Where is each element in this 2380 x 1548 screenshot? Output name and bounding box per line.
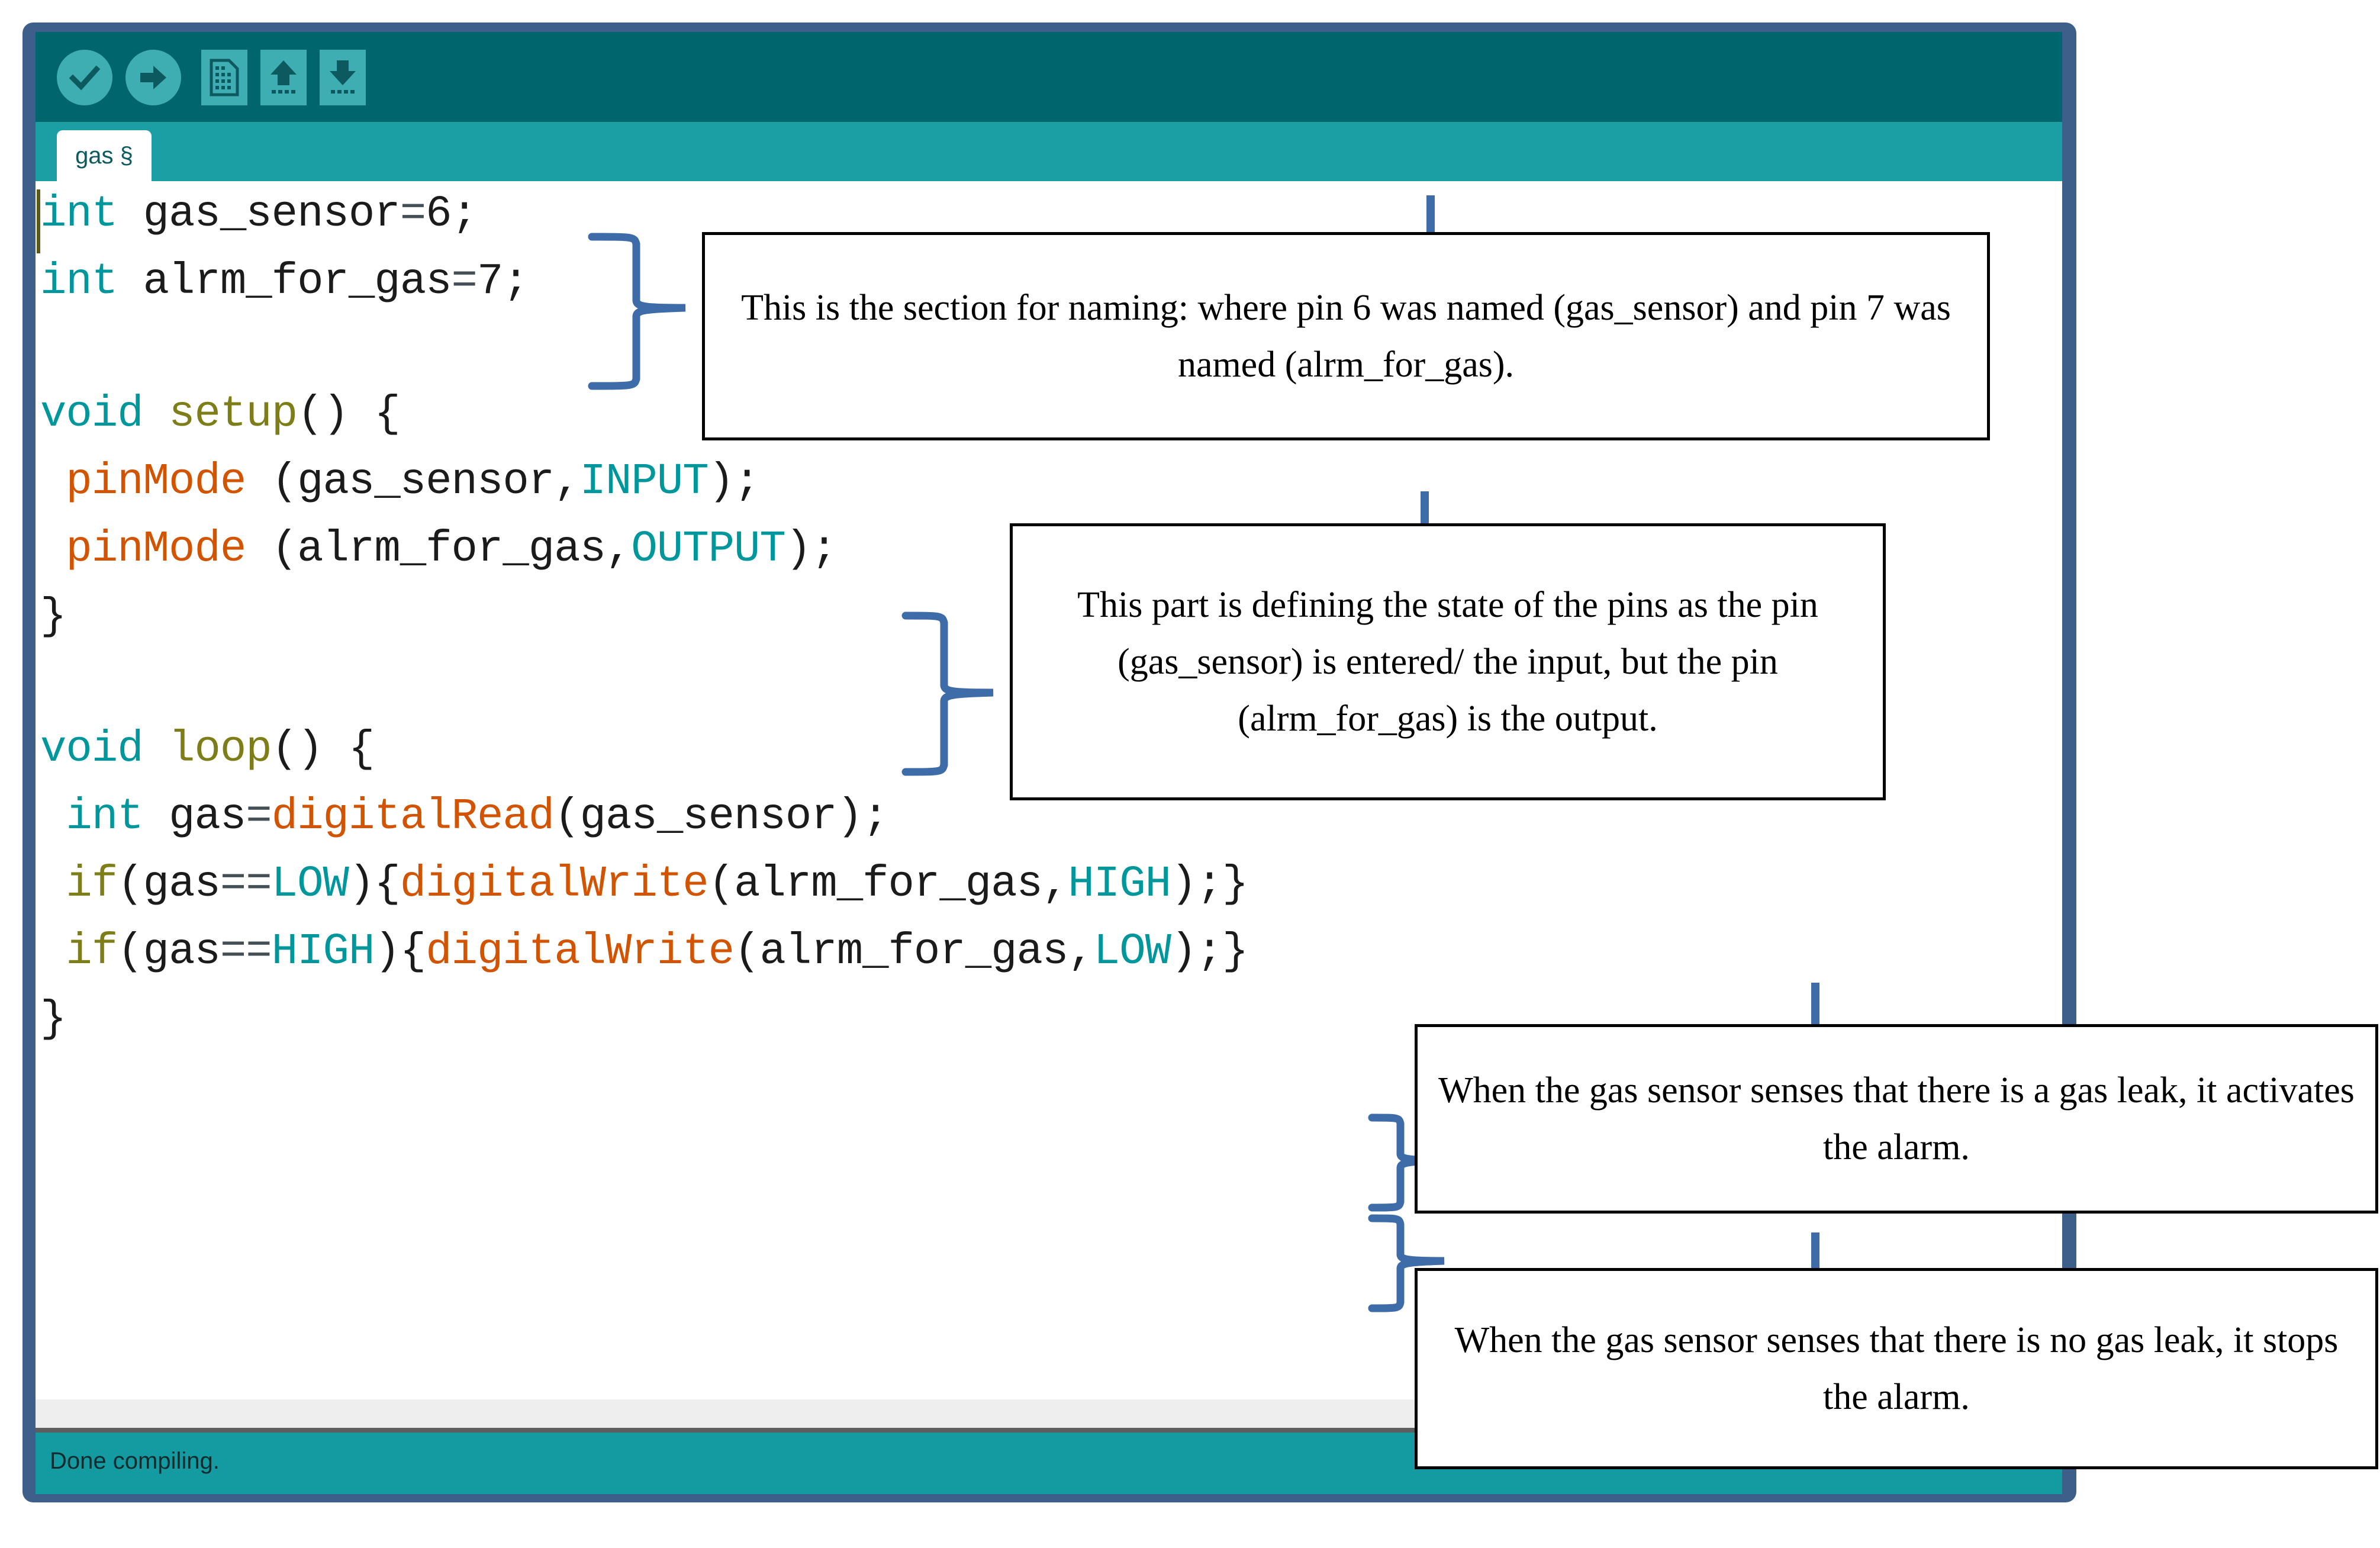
text-caret	[37, 189, 40, 253]
arrow-right-icon	[140, 66, 166, 89]
callout-naming-section: This is the section for naming: where pi…	[702, 232, 1990, 440]
callout-pin-state-section: This part is defining the state of the p…	[1010, 523, 1886, 800]
tab-gas[interactable]: gas §	[57, 130, 152, 181]
tab-gas-label: gas §	[75, 142, 133, 169]
callout-gas-leak-text: When the gas sensor senses that there is…	[1438, 1070, 2355, 1167]
leader-line-pinstate	[1421, 491, 1429, 524]
code-line: int gas=digitalRead(gas_sensor);	[66, 792, 888, 842]
arrow-up-icon	[270, 60, 297, 94]
code-line: pinMode (alrm_for_gas,OUTPUT);	[66, 524, 837, 574]
callout-naming-text: This is the section for naming: where pi…	[741, 287, 1951, 385]
callout-no-gas-leak-stops-alarm: When the gas sensor senses that there is…	[1415, 1268, 2378, 1469]
code-line: void loop() {	[40, 725, 375, 774]
verify-button[interactable]	[57, 50, 112, 105]
status-message: Done compiling.	[50, 1448, 220, 1474]
code-line: void setup() {	[40, 390, 401, 439]
arrow-down-icon	[330, 60, 356, 94]
status-divider	[36, 1428, 2062, 1433]
toolbar	[36, 32, 2062, 122]
new-button[interactable]	[201, 50, 247, 105]
code-line: pinMode (gas_sensor,INPUT);	[66, 457, 760, 507]
leader-line-gasleak	[1811, 983, 1819, 1025]
callout-gas-leak-activates-alarm: When the gas sensor senses that there is…	[1415, 1024, 2378, 1214]
leader-line-nogasleak	[1811, 1232, 1819, 1269]
callout-pin-state-text: This part is defining the state of the p…	[1077, 584, 1818, 739]
upload-button[interactable]	[125, 50, 181, 105]
code-line: }	[40, 995, 66, 1044]
code-line: if(gas==HIGH){digitalWrite(alrm_for_gas,…	[66, 927, 1248, 977]
leader-line-naming	[1426, 195, 1435, 233]
brace-connector-pinstate	[901, 612, 994, 776]
callout-no-gas-leak-text: When the gas sensor senses that there is…	[1454, 1319, 2339, 1417]
tab-bar: gas §	[36, 122, 2062, 181]
brace-connector-nogasleak	[1368, 1214, 1445, 1312]
code-line: int alrm_for_gas=7;	[40, 257, 529, 307]
save-button[interactable]	[320, 50, 366, 105]
code-line: int gas_sensor=6;	[40, 189, 478, 239]
brace-connector-naming	[588, 233, 686, 390]
code-line: if(gas==LOW){digitalWrite(alrm_for_gas,H…	[66, 860, 1248, 909]
new-file-icon	[210, 59, 239, 96]
open-button[interactable]	[260, 50, 307, 105]
checkmark-icon	[69, 65, 101, 91]
code-line: }	[40, 592, 66, 642]
